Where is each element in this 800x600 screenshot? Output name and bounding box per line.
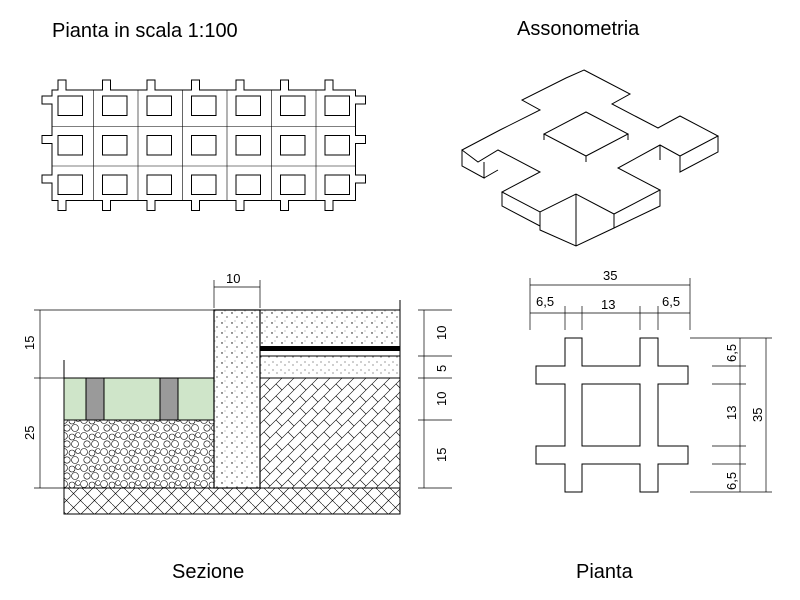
dim-left-arm: 6,5	[536, 294, 554, 309]
plan-cell	[191, 174, 217, 195]
plan-cell	[280, 174, 306, 195]
title-section: Sezione	[172, 561, 244, 583]
plan-cell	[102, 95, 128, 116]
dim-top-width: 10	[226, 271, 240, 286]
title-detail-plan: Pianta	[576, 561, 634, 583]
dim-center-width: 13	[601, 297, 615, 312]
dim-left-upper: 15	[22, 336, 37, 350]
plan-cell	[235, 135, 261, 156]
dim-right-top: 6,5	[724, 344, 739, 362]
dim-right-2: 5	[434, 365, 449, 372]
plan-cell	[235, 95, 261, 116]
dim-right-center: 13	[724, 406, 739, 420]
plan-cell	[191, 135, 217, 156]
dim-overall-height: 35	[750, 408, 765, 422]
plan-cell	[324, 135, 350, 156]
dim-right-1: 10	[434, 326, 449, 340]
plan-cell	[102, 135, 128, 156]
plan-cell	[57, 174, 83, 195]
plan-cell	[235, 174, 261, 195]
plan-cell	[146, 135, 172, 156]
plan-cell	[324, 95, 350, 116]
title-plan-scale: Pianta in scala 1:100	[52, 20, 238, 42]
plan-cell	[146, 95, 172, 116]
plan-cell	[57, 135, 83, 156]
plan-cell	[146, 174, 172, 195]
dim-right-3: 10	[434, 392, 449, 406]
plan-cell	[57, 95, 83, 116]
plan-cell	[280, 95, 306, 116]
plan-cell	[280, 135, 306, 156]
dim-right-bottom: 6,5	[724, 472, 739, 490]
plan-cell	[191, 95, 217, 116]
plan-cell	[102, 174, 128, 195]
title-axonometry: Assonometria	[517, 18, 640, 40]
dim-right-arm: 6,5	[662, 294, 680, 309]
section-drawing: 10 15 25 10 5 10 15	[22, 271, 452, 515]
plan-cell	[324, 174, 350, 195]
dim-right-4: 15	[434, 448, 449, 462]
dim-left-lower: 25	[22, 426, 37, 440]
plan-outline	[41, 79, 366, 211]
plan-grid-drawing	[41, 79, 366, 211]
axonometry-drawing	[461, 69, 720, 247]
dim-overall-width: 35	[603, 268, 617, 283]
detail-plan-drawing: 35 6,5 13 6,5 6,5 13 6,5 35	[529, 268, 772, 493]
